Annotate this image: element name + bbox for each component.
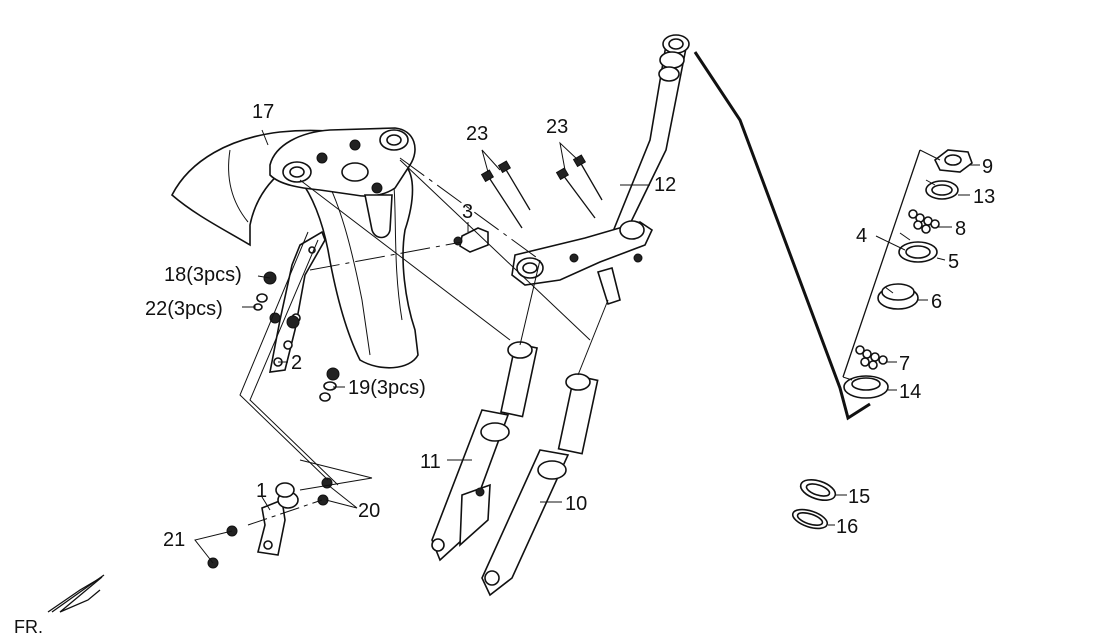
fork-leg-left xyxy=(431,341,538,562)
steering-stem xyxy=(511,34,690,306)
race-6 xyxy=(877,283,919,310)
part-labels: 17 3 23 23 12 18(3pcs) 22(3pcs) 2 19(3pc… xyxy=(14,101,995,637)
fender-bracket xyxy=(269,230,326,373)
front-direction-arrow xyxy=(47,574,105,613)
label-9: 9 xyxy=(982,156,993,178)
label-5: 5 xyxy=(948,251,959,273)
label-23-left: 23 xyxy=(466,123,488,145)
bracket-part-1 xyxy=(257,482,299,556)
ball-bearings-7 xyxy=(855,345,888,370)
label-21: 21 xyxy=(163,529,185,551)
fork-leg-right xyxy=(481,373,599,597)
assembly-lines xyxy=(194,51,980,564)
label-1: 1 xyxy=(256,480,267,502)
label-23-right: 23 xyxy=(546,116,568,138)
washer-13 xyxy=(925,180,959,200)
label-3: 3 xyxy=(462,201,473,223)
clip-part-3 xyxy=(453,227,489,253)
label-front-direction: FR. xyxy=(14,617,43,637)
label-14: 14 xyxy=(899,381,921,403)
label-22: 22(3pcs) xyxy=(145,298,223,320)
label-2: 2 xyxy=(291,352,302,374)
label-12: 12 xyxy=(654,174,676,196)
label-15: 15 xyxy=(848,486,870,508)
label-17: 17 xyxy=(252,101,274,123)
nut-22-group xyxy=(253,293,268,311)
washer-19-group xyxy=(319,367,340,402)
label-18: 18(3pcs) xyxy=(164,264,242,286)
nut-9 xyxy=(933,149,973,173)
seal-16 xyxy=(791,508,829,530)
label-13: 13 xyxy=(973,186,995,208)
bolt-23-left xyxy=(480,160,531,229)
label-7: 7 xyxy=(899,353,910,375)
label-4: 4 xyxy=(856,225,867,247)
label-16: 16 xyxy=(836,516,858,538)
race-14 xyxy=(843,375,889,399)
label-20: 20 xyxy=(358,500,380,522)
label-19: 19(3pcs) xyxy=(348,377,426,399)
ball-bearings-8 xyxy=(908,209,940,234)
bolt-23-right xyxy=(555,154,603,219)
race-5 xyxy=(898,241,938,263)
label-8: 8 xyxy=(955,218,966,240)
lower-clamp-plate xyxy=(269,127,416,239)
label-11: 11 xyxy=(420,451,441,473)
seal-15 xyxy=(799,478,837,502)
label-10: 10 xyxy=(565,493,587,515)
label-6: 6 xyxy=(931,291,942,313)
